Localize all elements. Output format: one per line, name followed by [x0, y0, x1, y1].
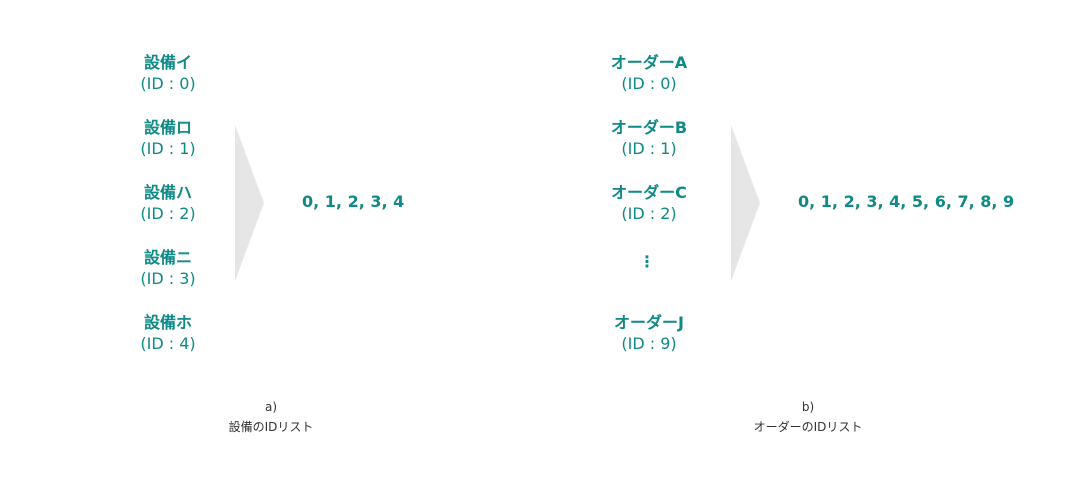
order-item: オーダーC (ID : 2): [569, 182, 729, 224]
order-item: オーダーA (ID : 0): [569, 52, 729, 94]
equipment-item: 設備イ (ID : 0): [88, 52, 248, 94]
equipment-name: 設備ホ: [143, 313, 192, 332]
order-id-list: 0, 1, 2, 3, 4, 5, 6, 7, 8, 9: [798, 192, 1015, 211]
equipment-item: 設備ロ (ID : 1): [88, 117, 248, 159]
order-id: (ID : 9): [621, 334, 677, 353]
order-id: (ID : 1): [621, 139, 677, 158]
equipment-name: 設備ハ: [143, 183, 192, 202]
equipment-id: (ID : 3): [140, 269, 196, 288]
equipment-item: 設備ハ (ID : 2): [88, 182, 248, 224]
order-item: オーダーJ (ID : 9): [569, 312, 729, 354]
arrow-shape-b: [731, 125, 760, 281]
equipment-item: 設備ホ (ID : 4): [88, 312, 248, 354]
order-name: オーダーC: [611, 183, 687, 202]
caption-text: 設備のIDリスト: [228, 420, 314, 434]
equipment-id: (ID : 4): [140, 334, 196, 353]
order-id: (ID : 0): [621, 74, 677, 93]
equipment-id: (ID : 2): [140, 204, 196, 223]
equipment-id: (ID : 0): [140, 74, 196, 93]
equipment-name: 設備イ: [143, 53, 192, 72]
order-name: オーダーJ: [614, 313, 684, 332]
caption-a: a) 設備のIDリスト: [151, 397, 391, 437]
ellipsis-vertical-icon: ⋮: [639, 252, 655, 271]
order-name: オーダーA: [610, 53, 688, 72]
equipment-item: 設備ニ (ID : 3): [88, 247, 248, 289]
caption-letter: b): [801, 400, 815, 414]
order-item: オーダーB (ID : 1): [569, 117, 729, 159]
equipment-id: (ID : 1): [140, 139, 196, 158]
caption-b: b) オーダーのIDリスト: [688, 397, 928, 437]
equipment-name: 設備ロ: [143, 118, 192, 137]
caption-letter: a): [264, 400, 278, 414]
equipment-id-list: 0, 1, 2, 3, 4: [302, 192, 405, 211]
order-id: (ID : 2): [621, 204, 677, 223]
arrow-shape-a: [235, 125, 264, 281]
equipment-name: 設備ニ: [143, 248, 192, 267]
caption-text: オーダーのIDリスト: [753, 420, 863, 434]
order-name: オーダーB: [610, 118, 688, 137]
